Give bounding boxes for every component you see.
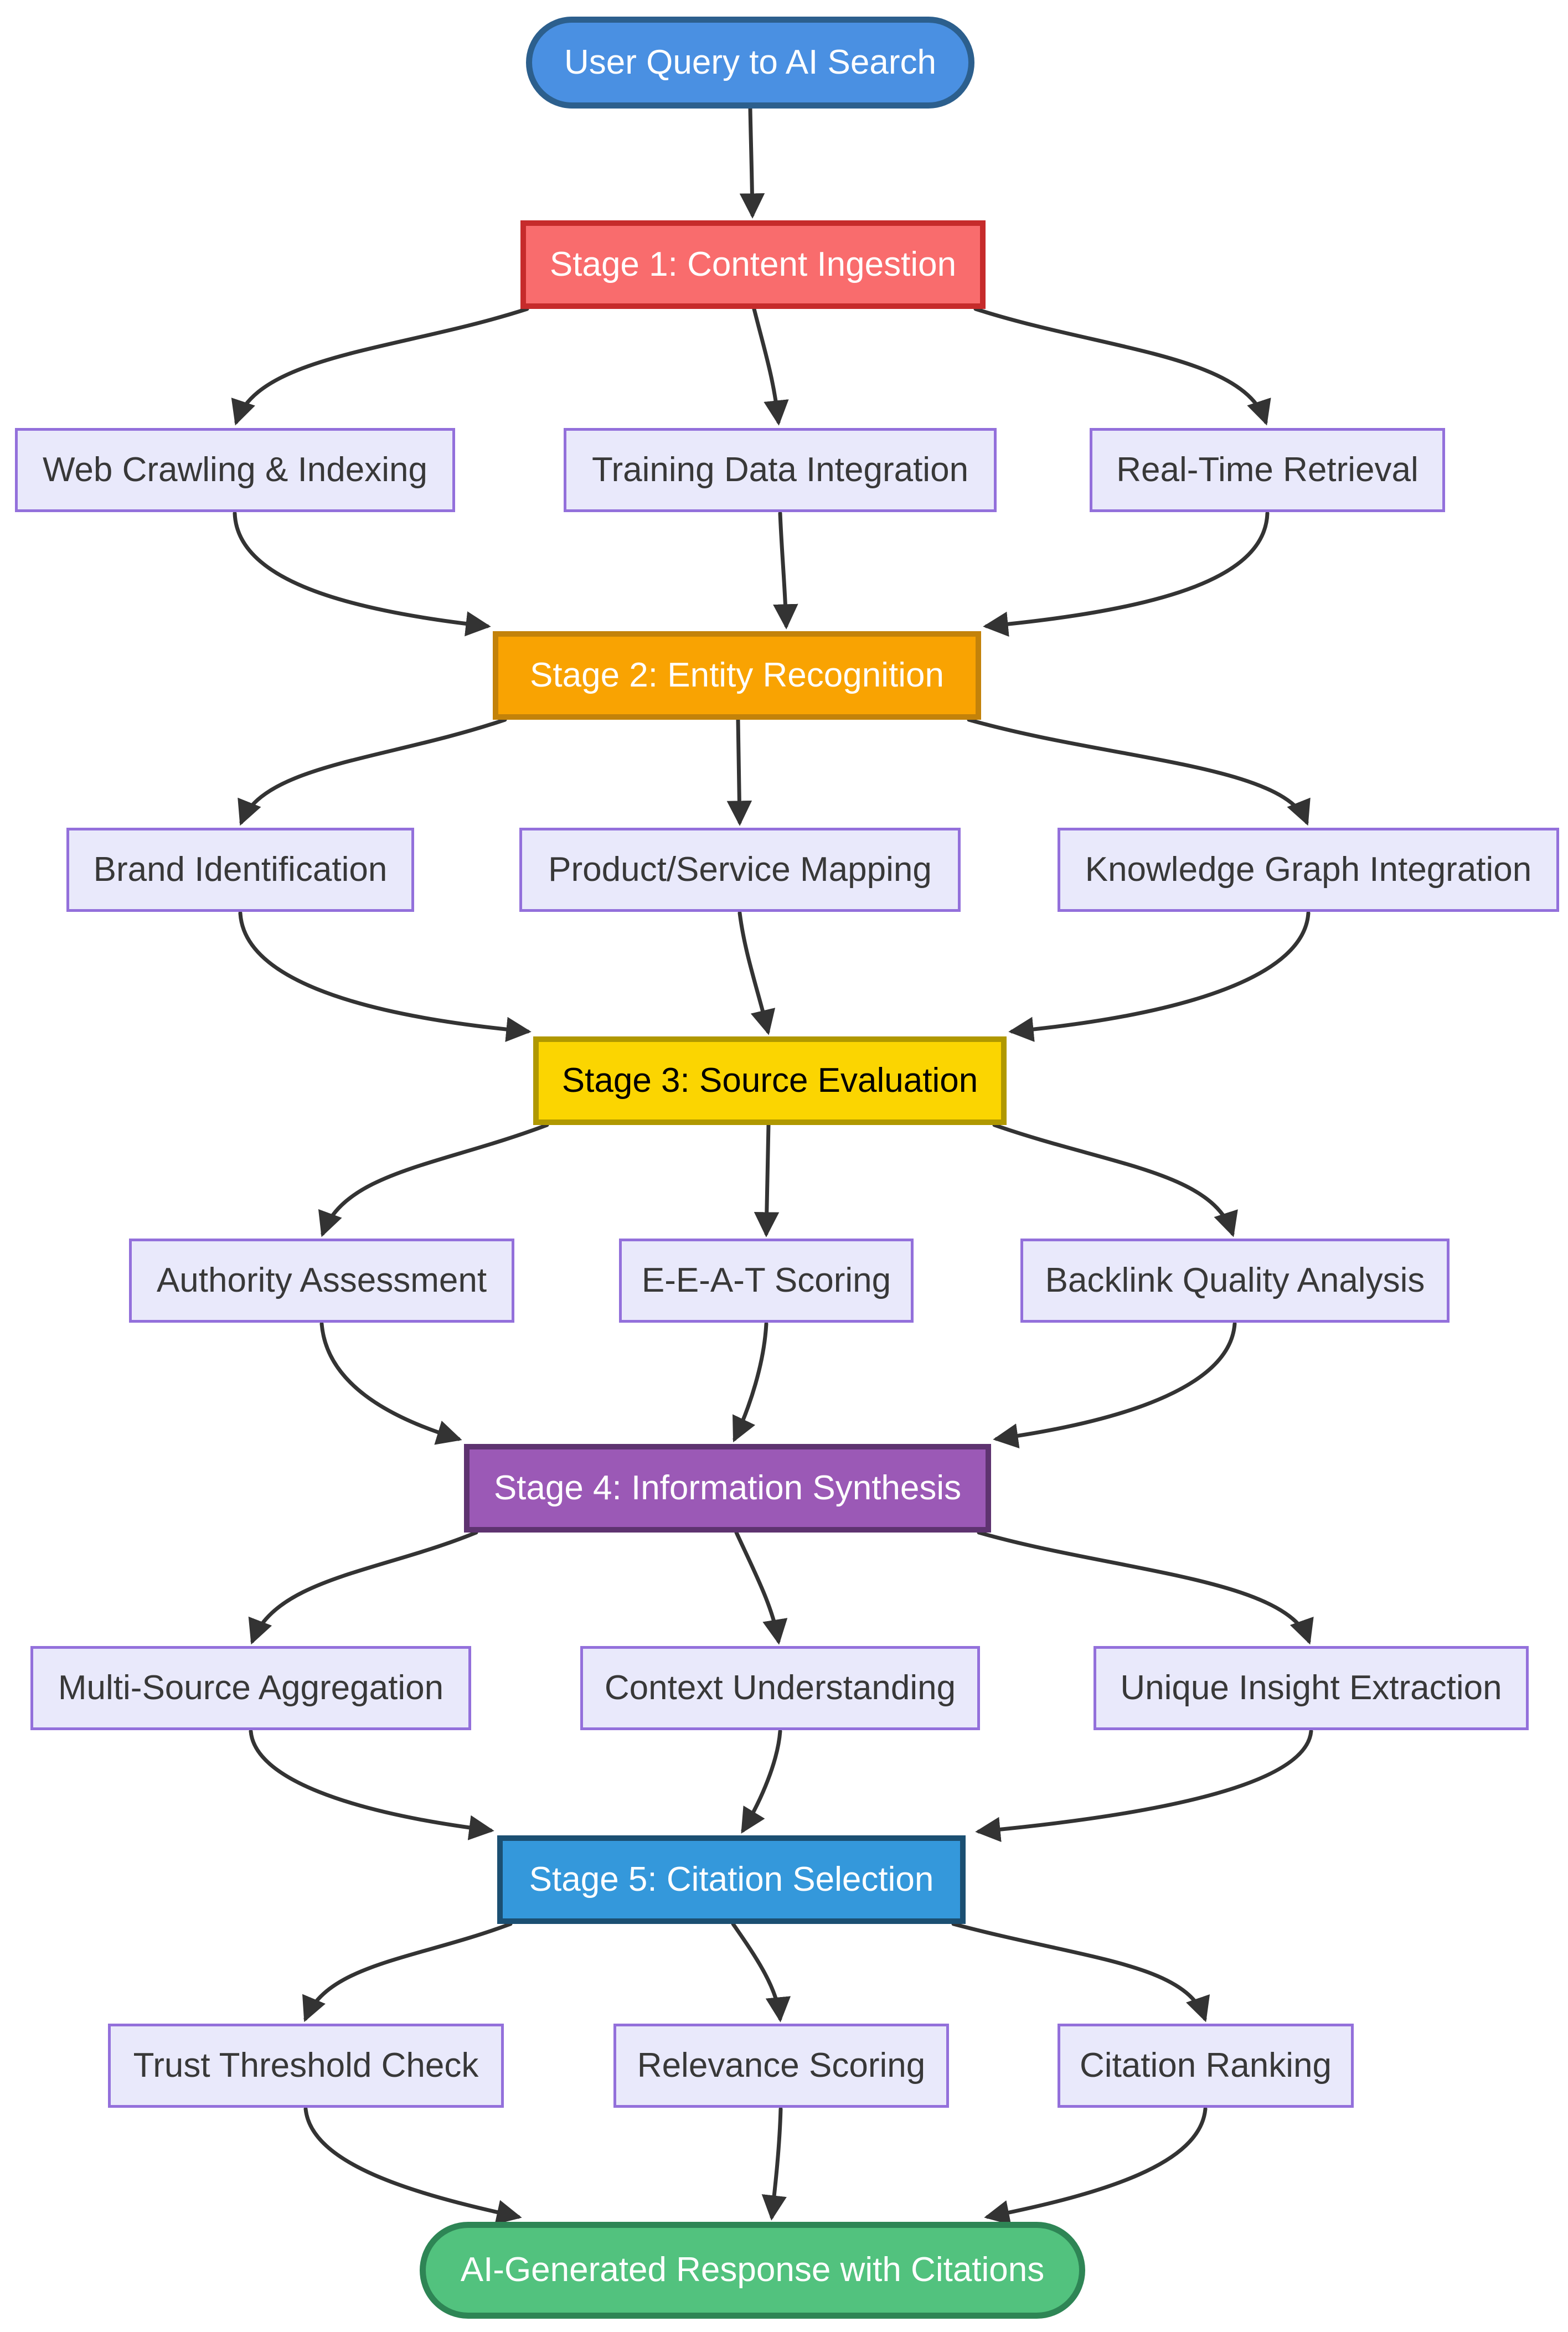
- node-citation-ranking: Citation Ranking: [1058, 2024, 1354, 2108]
- edge-stage-1-to-web-crawling-indexing: [231, 307, 529, 426]
- edge-trust-threshold-check-to-ai-response: [303, 2107, 522, 2225]
- edge-product-service-mapping-to-stage-3: [737, 911, 776, 1035]
- edge-user-query-to-stage-1: [739, 106, 765, 219]
- node-training-data-integration: Training Data Integration: [564, 428, 997, 512]
- node-web-crawling-indexing: Web Crawling & Indexing: [15, 428, 455, 512]
- node-trust-threshold-check-label: Trust Threshold Check: [133, 2046, 479, 2085]
- edge-stage-4-to-context-understanding: [734, 1530, 788, 1645]
- edge-stage-1-to-real-time-retrieval: [973, 307, 1271, 426]
- edge-unique-insight-extraction-to-stage-5: [975, 1729, 1313, 1843]
- edge-stage-3-to-authority-assessment: [318, 1123, 549, 1237]
- node-relevance-scoring-label: Relevance Scoring: [637, 2046, 926, 2085]
- edge-real-time-retrieval-to-stage-2: [983, 511, 1270, 637]
- edge-stage-3-to-backlink-quality-analysis: [992, 1123, 1238, 1237]
- node-citation-ranking-label: Citation Ranking: [1080, 2046, 1332, 2085]
- node-unique-insight-extraction: Unique Insight Extraction: [1094, 1646, 1529, 1730]
- edge-brand-identification-to-stage-3: [238, 911, 532, 1043]
- node-product-service-mapping: Product/Service Mapping: [519, 828, 961, 912]
- node-real-time-retrieval-label: Real-Time Retrieval: [1116, 450, 1419, 489]
- edge-stage-5-to-relevance-scoring: [731, 1922, 791, 2023]
- node-knowledge-graph-integration: Knowledge Graph Integration: [1058, 828, 1559, 912]
- node-stage-5-label: Stage 5: Citation Selection: [529, 1860, 934, 1898]
- edge-training-data-integration-to-stage-2: [773, 511, 798, 630]
- edge-stage-5-to-trust-threshold-check: [302, 1922, 513, 2023]
- node-stage-2: Stage 2: Entity Recognition: [493, 631, 981, 720]
- edge-multi-source-aggregation-to-stage-5: [249, 1729, 494, 1840]
- node-multi-source-aggregation-label: Multi-Source Aggregation: [58, 1668, 444, 1707]
- node-ai-response-label: AI-Generated Response with Citations: [460, 2251, 1045, 2289]
- edge-stage-4-to-unique-insight-extraction: [977, 1530, 1314, 1645]
- node-user-query-label: User Query to AI Search: [564, 43, 936, 81]
- node-ai-response: AI-Generated Response with Citations: [420, 2222, 1085, 2319]
- node-authority-assessment-label: Authority Assessment: [156, 1261, 487, 1299]
- edge-knowledge-graph-integration-to-stage-3: [1008, 911, 1311, 1042]
- node-knowledge-graph-integration-label: Knowledge Graph Integration: [1085, 850, 1532, 889]
- edge-backlink-quality-analysis-to-stage-4: [993, 1322, 1237, 1449]
- node-brand-identification: Brand Identification: [66, 828, 414, 912]
- node-stage-4: Stage 4: Information Synthesis: [464, 1444, 991, 1533]
- edge-web-crawling-indexing-to-stage-2: [233, 511, 491, 637]
- edge-authority-assessment-to-stage-4: [319, 1322, 462, 1445]
- node-brand-identification-label: Brand Identification: [93, 850, 388, 889]
- node-backlink-quality-analysis: Backlink Quality Analysis: [1020, 1239, 1450, 1323]
- edge-citation-ranking-to-ai-response: [984, 2107, 1208, 2225]
- node-stage-5: Stage 5: Citation Selection: [497, 1835, 966, 1924]
- edge-stage-4-to-multi-source-aggregation: [248, 1530, 478, 1645]
- node-training-data-integration-label: Training Data Integration: [591, 450, 969, 489]
- node-backlink-quality-analysis-label: Backlink Quality Analysis: [1045, 1261, 1425, 1299]
- edge-stage-5-to-citation-ranking: [951, 1922, 1210, 2023]
- node-stage-1: Stage 1: Content Ingestion: [520, 220, 986, 309]
- edge-stage-3-to-eeat-scoring: [754, 1123, 780, 1237]
- node-web-crawling-indexing-label: Web Crawling & Indexing: [43, 450, 427, 489]
- node-unique-insight-extraction-label: Unique Insight Extraction: [1120, 1668, 1502, 1707]
- node-trust-threshold-check: Trust Threshold Check: [108, 2024, 504, 2108]
- node-real-time-retrieval: Real-Time Retrieval: [1090, 428, 1445, 512]
- node-context-understanding: Context Understanding: [580, 1646, 980, 1730]
- node-stage-2-label: Stage 2: Entity Recognition: [530, 656, 944, 694]
- edge-stage-2-to-brand-identification: [238, 718, 507, 826]
- node-eeat-scoring: E-E-A-T Scoring: [619, 1239, 914, 1323]
- edge-stage-2-to-knowledge-graph-integration: [967, 718, 1311, 826]
- node-stage-3-label: Stage 3: Source Evaluation: [561, 1061, 978, 1100]
- node-eeat-scoring-label: E-E-A-T Scoring: [641, 1261, 891, 1299]
- node-product-service-mapping-label: Product/Service Mapping: [548, 850, 932, 889]
- edge-relevance-scoring-to-ai-response: [761, 2107, 787, 2221]
- node-stage-1-label: Stage 1: Content Ingestion: [549, 245, 957, 283]
- node-relevance-scoring: Relevance Scoring: [613, 2024, 949, 2108]
- edge-stage-2-to-product-service-mapping: [726, 718, 752, 826]
- node-user-query: User Query to AI Search: [526, 17, 974, 109]
- node-stage-3: Stage 3: Source Evaluation: [533, 1036, 1007, 1125]
- edge-stage-1-to-training-data-integration: [752, 307, 789, 426]
- node-multi-source-aggregation: Multi-Source Aggregation: [30, 1646, 471, 1730]
- edge-context-understanding-to-stage-5: [741, 1729, 782, 1834]
- node-authority-assessment: Authority Assessment: [129, 1239, 514, 1323]
- edge-eeat-scoring-to-stage-4: [733, 1322, 768, 1443]
- node-context-understanding-label: Context Understanding: [604, 1668, 956, 1707]
- node-stage-4-label: Stage 4: Information Synthesis: [493, 1468, 962, 1507]
